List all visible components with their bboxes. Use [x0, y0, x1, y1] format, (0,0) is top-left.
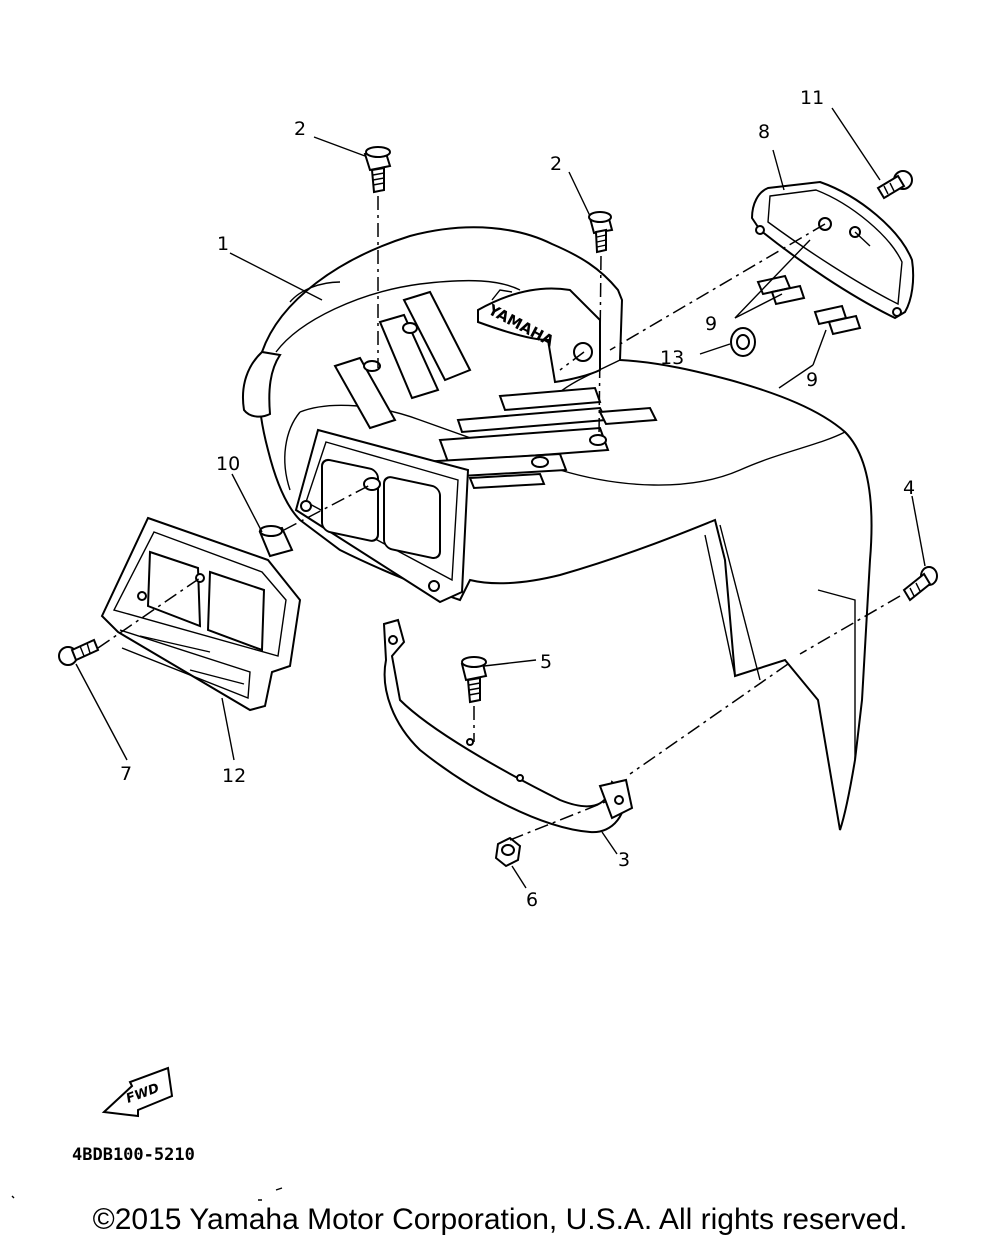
front-fender: YAMAHA [242, 226, 873, 831]
forward-direction-arrow: FWD [101, 1066, 174, 1118]
headlight-housing [294, 428, 470, 604]
callout-7: 7 [120, 763, 132, 785]
tail-light-cover [750, 180, 915, 320]
callout-2-right: 2 [550, 153, 562, 175]
callout-8: 8 [758, 121, 770, 143]
stay-bracket [382, 618, 634, 834]
bolt-2-right [588, 211, 614, 254]
callout-1: 1 [217, 233, 229, 255]
copyright-notice: ©2015 Yamaha Motor Corporation, U.S.A. A… [92, 1203, 908, 1236]
assembly-lines [97, 196, 901, 841]
lens-pads [756, 274, 862, 336]
callout-3: 3 [618, 849, 630, 871]
callout-11: 11 [800, 87, 824, 109]
screw-11 [876, 170, 913, 200]
grommet [730, 327, 756, 357]
callout-labels: 1 2 2 3 4 5 6 7 8 9 9 10 11 12 13 [120, 87, 915, 911]
drawing-code: 4BDB100-5210 [72, 1145, 195, 1165]
headlight-bezel [100, 516, 302, 712]
callout-2-left: 2 [294, 118, 306, 140]
callout-12: 12 [222, 765, 246, 787]
scan-specks [11, 1187, 283, 1201]
nut-6 [494, 836, 522, 868]
callout-9-upper: 9 [705, 313, 717, 335]
callout-9-lower: 9 [806, 369, 818, 391]
callout-4: 4 [903, 477, 915, 499]
screw-4 [902, 566, 938, 602]
bolt-5 [460, 656, 488, 704]
leader-lines [75, 107, 926, 889]
callout-5: 5 [540, 651, 552, 673]
callout-10: 10 [216, 453, 240, 475]
screw-7 [58, 638, 100, 666]
callout-6: 6 [526, 889, 538, 911]
callout-13: 13 [660, 347, 684, 369]
bolt-2-left [363, 146, 392, 194]
spacer [258, 525, 294, 558]
